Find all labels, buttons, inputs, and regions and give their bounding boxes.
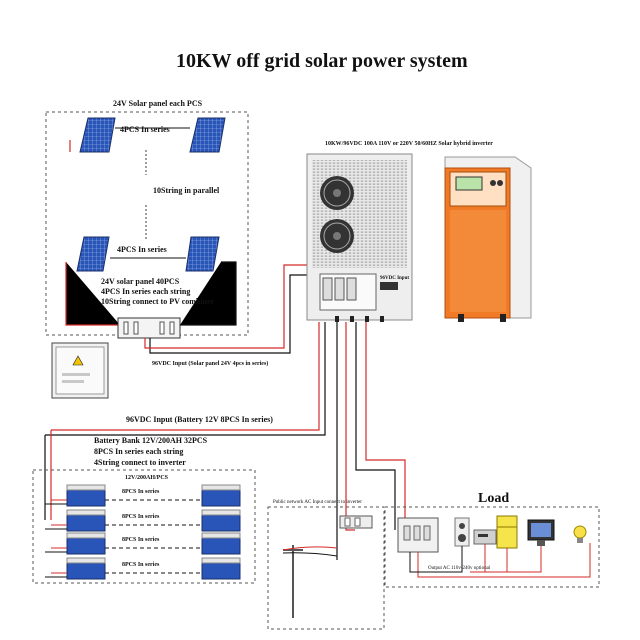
battery-row-label-1: 8PCS In series xyxy=(122,489,160,495)
pv-spec-line-2: 4PCS In series each string xyxy=(101,287,191,296)
battery-row-2 xyxy=(66,509,241,532)
fridge-icon xyxy=(496,515,518,549)
battery-bank-line-1: Battery Bank 12V/200AH 32PCS xyxy=(94,436,208,445)
battery-row-label-4: 8PCS In series xyxy=(122,562,160,568)
grid-breaker-icon xyxy=(339,515,373,529)
speaker-icon xyxy=(454,517,470,547)
combiner-box-icon xyxy=(51,342,109,399)
light-bulb-icon xyxy=(573,525,587,543)
inverter-spec-label: 10KW/96VDC 100A 110V or 220V 50/60HZ Sol… xyxy=(325,141,493,147)
pv-spec-line-1: 24V solar panel 40PCS xyxy=(101,277,180,286)
pv-array-frame xyxy=(45,111,249,336)
load-title: Load xyxy=(478,491,510,506)
battery-input-label: 96VDC Input (Battery 12V 8PCS In series) xyxy=(126,415,273,424)
utility-pole-icon xyxy=(282,545,338,618)
pv-parallel-label: 10String in parallel xyxy=(153,186,220,195)
inverter-front-icon xyxy=(306,153,413,322)
battery-unit-label: 12V/200AH/PCS xyxy=(125,475,169,481)
solar-panel-icon xyxy=(76,236,110,272)
pv-header-label: 24V Solar panel each PCS xyxy=(113,99,203,108)
distribution-board-icon xyxy=(397,517,439,553)
solar-panel-icon xyxy=(185,236,220,272)
battery-bank-line-3: 4String connect to inverter xyxy=(94,458,186,467)
inverter-dc-input-tag: 96VDC Input xyxy=(380,276,410,281)
battery-bank-frame xyxy=(32,469,256,584)
battery-row-label-3: 8PCS In series xyxy=(122,537,160,543)
pv-combiner-icon xyxy=(117,317,181,339)
pv-series-top-label: 4PCS In series xyxy=(120,125,170,134)
battery-row-4 xyxy=(66,557,241,580)
computer-icon xyxy=(527,519,555,546)
audio-player-icon xyxy=(473,529,497,545)
battery-bank-line-2: 8PCS In series each string xyxy=(94,447,184,456)
battery-row-1 xyxy=(66,484,241,507)
grid-frame xyxy=(267,506,385,630)
load-frame xyxy=(384,506,600,588)
battery-row-3 xyxy=(66,532,241,555)
pv-series-bottom-label: 4PCS In series xyxy=(117,245,167,254)
solar-panel-icon xyxy=(79,117,116,153)
pv-spec-line-3: 10String connect to PV combiner xyxy=(101,297,215,306)
inverter-3d-icon xyxy=(444,156,532,322)
page-title: 10KW off grid solar power system xyxy=(176,50,468,72)
solar-panel-icon xyxy=(189,117,226,153)
battery-row-label-2: 8PCS In series xyxy=(122,514,160,520)
load-output-label: Output AC 110v-240v optional xyxy=(428,566,491,571)
grid-label: Public network AC Input connect to inver… xyxy=(273,500,362,505)
pv-input-label: 96VDC Input (Solar panel 24V 4pcs in ser… xyxy=(152,361,269,367)
